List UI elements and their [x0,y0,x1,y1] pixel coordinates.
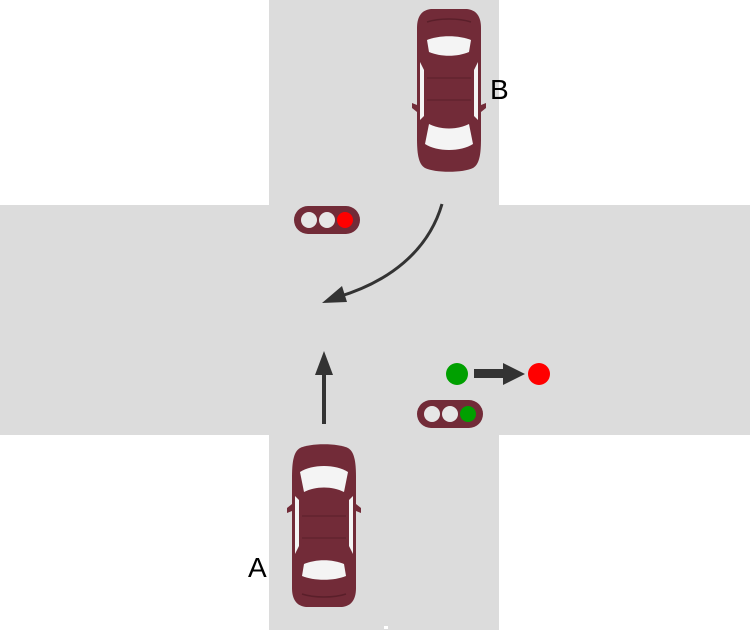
light-lamp-2 [442,406,458,422]
up-arrow-head [315,351,333,375]
curved-arrow-head [322,286,347,303]
light-lamp-1 [424,406,440,422]
curved-arrow-icon [337,203,444,299]
red-circle-icon [528,363,550,385]
light-lamp-red [337,212,353,228]
traffic-light-lower [417,400,483,428]
car-a-path-arrow [315,351,333,424]
light-lamp-2 [319,212,335,228]
car-b-path-arrow [322,203,444,303]
car-b-label: B [490,74,509,105]
light-lamp-green [460,406,476,422]
car-a-label: A [248,552,267,583]
car-a [286,443,362,608]
traffic-light-upper [294,206,360,234]
right-arrow-icon [474,369,505,378]
right-arrow-head [503,363,525,385]
car-b [411,8,487,173]
horizontal-road [0,205,750,435]
road-center-marker [384,626,388,629]
green-circle-icon [446,363,468,385]
light-lamp-1 [301,212,317,228]
signal-change-indicator [446,363,550,385]
